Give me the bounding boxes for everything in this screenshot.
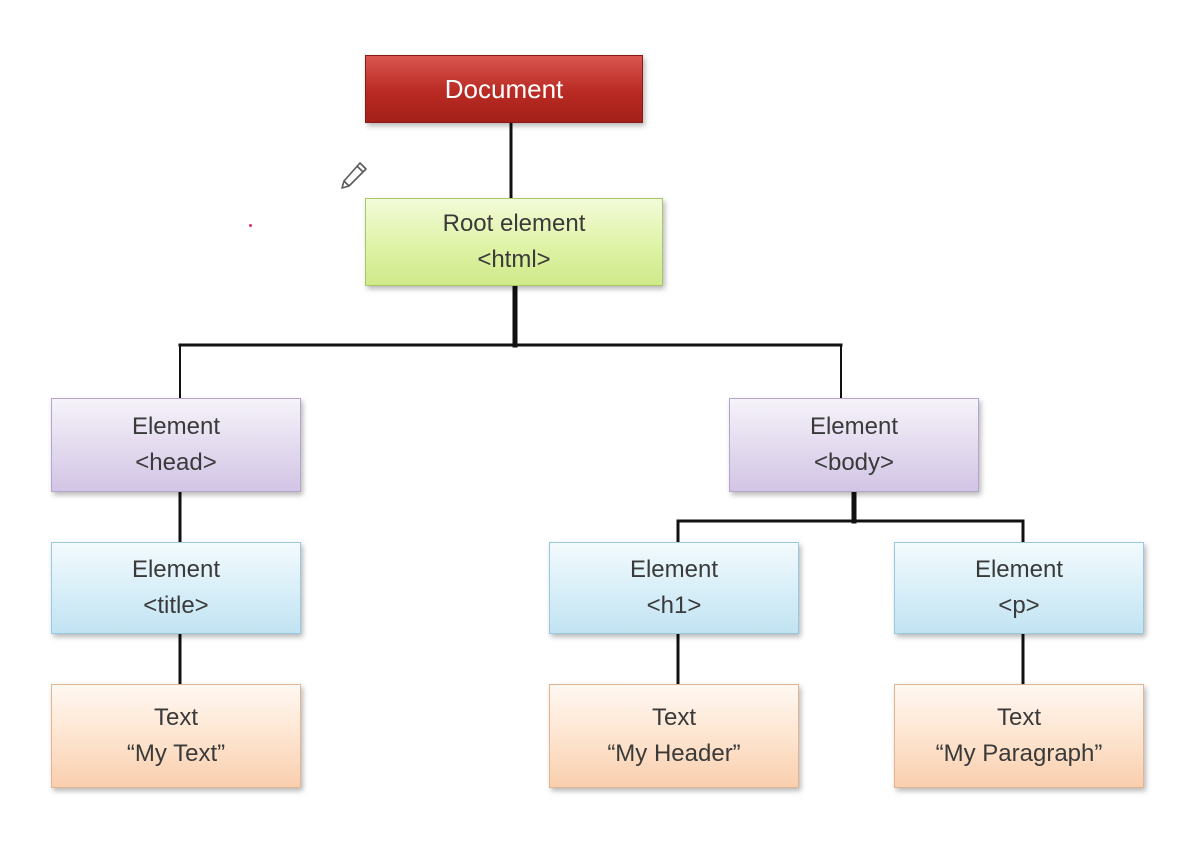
node-head-label: Element	[131, 413, 221, 440]
node-text-p: Text “My Paragraph”	[894, 684, 1144, 788]
node-root-label: Root element	[442, 210, 586, 237]
node-element-body: Element <body>	[729, 398, 979, 492]
node-element-head: Element <head>	[51, 398, 301, 492]
node-text-title: Text “My Text”	[51, 684, 301, 788]
node-root-tag: <html>	[477, 246, 551, 273]
node-text-p-label: Text	[996, 704, 1041, 731]
node-text-h1-label: Text	[651, 704, 696, 731]
node-p-label: Element	[974, 556, 1064, 583]
node-body-label: Element	[809, 413, 899, 440]
cursor-dot	[249, 224, 252, 227]
node-head-tag: <head>	[135, 449, 217, 476]
node-title-label: Element	[131, 556, 221, 583]
node-h1-label: Element	[629, 556, 719, 583]
node-document: Document	[365, 55, 643, 123]
node-element-h1: Element <h1>	[549, 542, 799, 634]
pencil-icon[interactable]	[338, 158, 372, 192]
node-text-h1-value: “My Header”	[607, 740, 741, 767]
node-text-p-value: “My Paragraph”	[935, 740, 1103, 767]
node-document-label: Document	[444, 74, 564, 104]
node-p-tag: <p>	[998, 592, 1040, 619]
node-title-tag: <title>	[143, 592, 209, 619]
node-body-tag: <body>	[813, 449, 895, 476]
node-text-h1: Text “My Header”	[549, 684, 799, 788]
node-root-element: Root element <html>	[365, 198, 663, 286]
node-text-title-value: “My Text”	[126, 740, 226, 767]
node-h1-tag: <h1>	[646, 592, 702, 619]
node-element-title: Element <title>	[51, 542, 301, 634]
node-text-title-label: Text	[153, 704, 198, 731]
node-element-p: Element <p>	[894, 542, 1144, 634]
